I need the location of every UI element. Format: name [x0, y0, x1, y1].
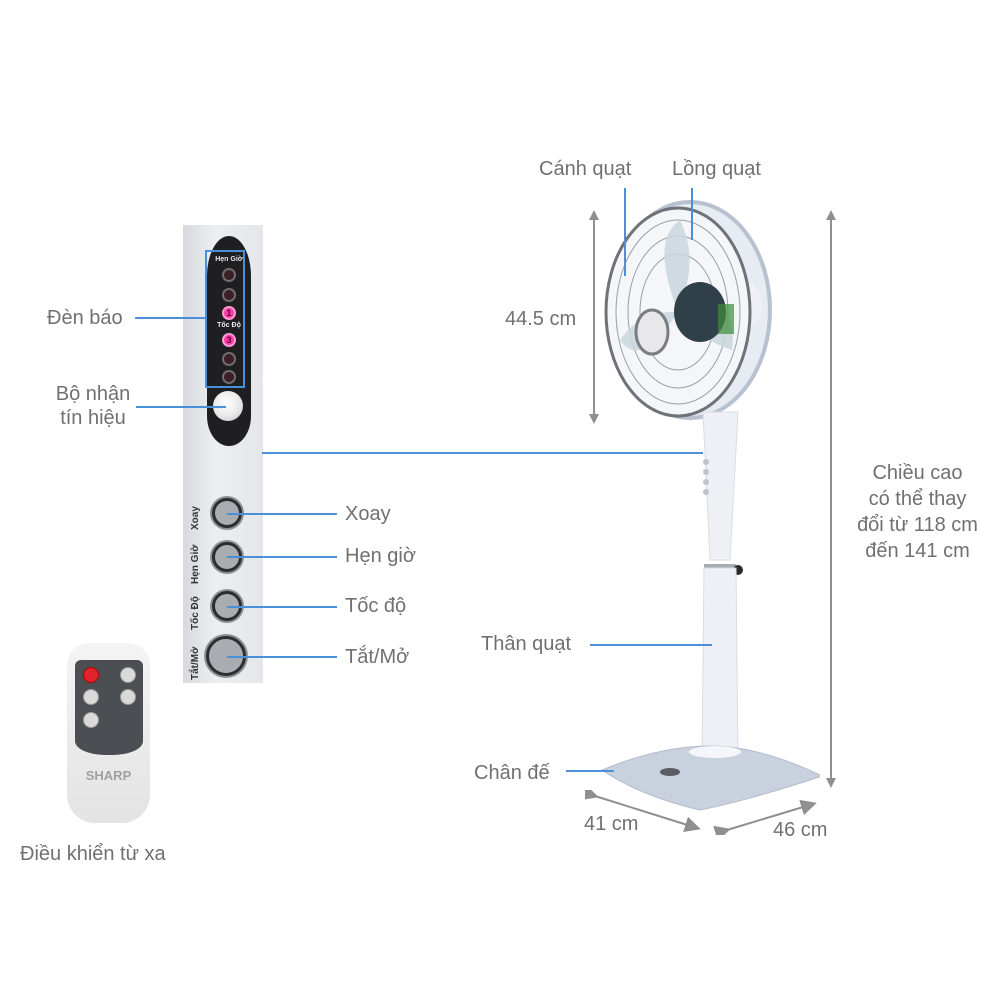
leader-timer	[227, 556, 337, 558]
label-swing: Xoay	[345, 503, 391, 525]
leader-indicator-light	[135, 317, 207, 319]
label-base-depth: 41 cm	[584, 813, 639, 835]
label-signal-receiver: Bộ nhận tín hiệu	[48, 382, 138, 430]
label-base-width: 46 cm	[773, 819, 828, 841]
label-indicator-light: Đèn báo	[47, 307, 123, 329]
leader-base	[566, 770, 614, 772]
leader-signal-receiver	[136, 406, 226, 408]
wind-icon[interactable]	[83, 712, 99, 728]
label-signal-receiver-line1: Bộ nhận	[55, 383, 131, 405]
label-timer: Hẹn giờ	[345, 545, 416, 567]
head-height-dimension-arrow	[589, 210, 599, 424]
label-height-range: Chiều cao có thể thay đổi từ 118 cm đến …	[850, 460, 985, 564]
height-note-line3: đổi từ 118 cm	[857, 514, 978, 536]
remote-brand-logo: SHARP	[85, 768, 132, 783]
timer-led-1	[222, 268, 236, 282]
leader-speed	[227, 606, 337, 608]
base-dimension-arrows	[585, 790, 817, 835]
panel-to-fan-connector	[262, 452, 703, 454]
leader-guard	[691, 188, 693, 240]
leader-blade	[624, 188, 626, 276]
leader-swing	[227, 513, 337, 515]
timer-indicator-caption: Hẹn Giờ	[215, 256, 243, 263]
label-body: Thân quạt	[481, 633, 572, 655]
label-guard: Lồng quạt	[672, 158, 761, 180]
label-remote: Điều khiển từ xa	[20, 843, 166, 865]
leaf-icon[interactable]	[120, 689, 136, 705]
speed-led-3	[222, 370, 236, 384]
power-icon[interactable]	[83, 667, 99, 683]
leader-body	[590, 644, 712, 646]
total-height-dimension-arrow	[826, 210, 836, 788]
power-button-caption: Tắt/Mở	[190, 646, 201, 680]
height-note-line1: Chiều cao	[872, 462, 963, 484]
timer-icon[interactable]	[83, 689, 99, 705]
timer-led-3: 1	[222, 306, 236, 320]
leader-power	[227, 656, 337, 658]
speed-indicator-caption: Tốc Độ	[217, 322, 241, 329]
fan-illustration	[600, 200, 820, 811]
speed-led-1: 3	[222, 333, 236, 347]
fan-icon[interactable]	[120, 667, 136, 683]
timer-button[interactable]	[212, 542, 242, 572]
indicator-highlight-box	[205, 250, 245, 388]
speed-led-2	[222, 352, 236, 366]
timer-button-caption: Hẹn Giờ	[190, 544, 201, 584]
label-head-height: 44.5 cm	[505, 308, 577, 330]
label-power: Tắt/Mở	[345, 646, 410, 668]
label-signal-receiver-line2: tín hiệu	[60, 407, 126, 429]
speed-button-caption: Tốc Độ	[190, 596, 201, 630]
label-speed: Tốc độ	[345, 595, 407, 617]
label-base: Chân đế	[474, 762, 550, 784]
swing-button-caption: Xoay	[190, 506, 201, 530]
label-blade: Cánh quạt	[539, 158, 632, 180]
height-note-line2: có thể thay	[868, 488, 967, 510]
timer-led-2	[222, 288, 236, 302]
height-note-line4: đến 141 cm	[865, 540, 970, 562]
